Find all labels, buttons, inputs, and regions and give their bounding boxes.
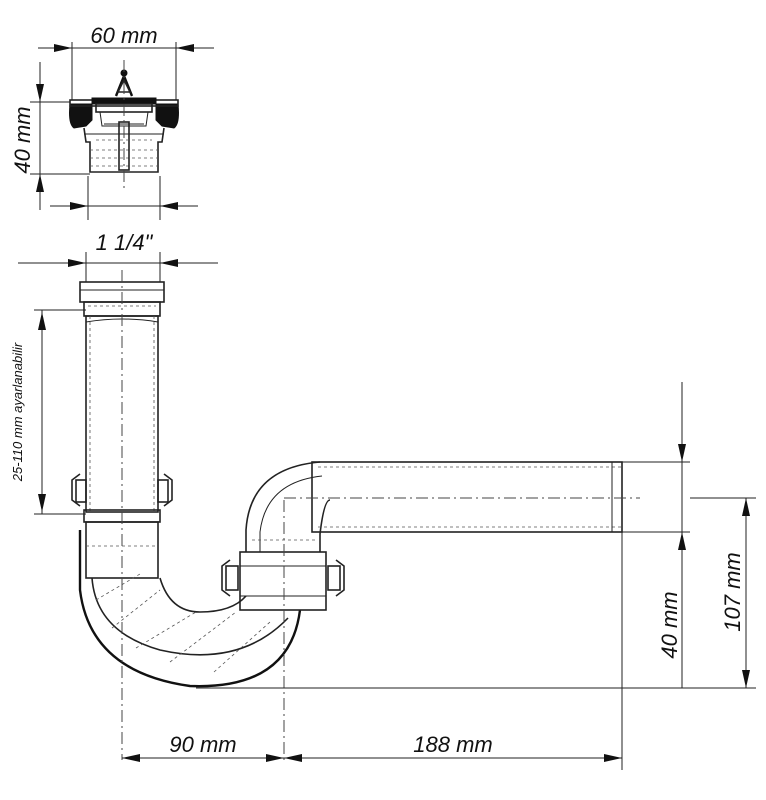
siphon-body [18, 252, 756, 770]
outlet-height-label: 40 mm [657, 591, 682, 658]
strainer-width-label: 60 mm [90, 23, 157, 48]
outlet-height-dimension [678, 382, 686, 688]
horizontal-dimensions [122, 754, 622, 762]
trap-offset-label: 90 mm [169, 732, 236, 757]
total-height-label: 107 mm [720, 552, 745, 631]
adjustable-range-label: 25-110 mm ayarlanabilir [10, 342, 25, 482]
strainer-height-label: 40 mm [10, 106, 35, 173]
inlet-size-label: 1 1/4" [96, 230, 154, 255]
outlet-length-label: 188 mm [413, 732, 492, 757]
strainer-detail [30, 42, 214, 220]
adjustable-dimension [34, 309, 86, 515]
total-height-dimension [690, 497, 756, 688]
